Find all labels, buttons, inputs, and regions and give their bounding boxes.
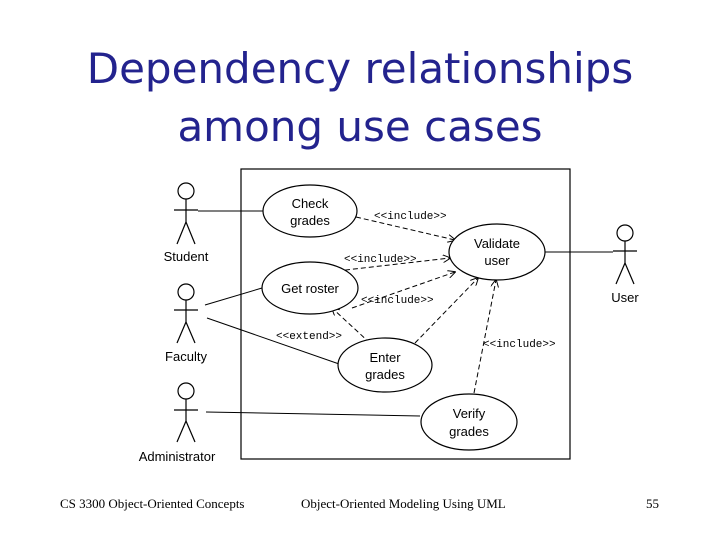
slide-title: Dependency relationships among use cases <box>0 40 720 156</box>
actor-label-faculty: Faculty <box>165 349 207 364</box>
actor-label-administrator: Administrator <box>139 449 216 464</box>
actor-student <box>174 182 198 245</box>
stereotype-check-validate: <<include>> <box>374 211 447 223</box>
stereotype-enter-roster-extend: <<extend>> <box>276 331 342 343</box>
usecase-enter-grades <box>337 337 433 393</box>
actor-administrator <box>174 382 198 443</box>
dependency-roster-validate-upper <box>336 258 450 272</box>
usecase-label-check-1: Check <box>292 196 329 211</box>
system-boundary <box>240 168 571 460</box>
usecase-check-grades <box>262 184 358 238</box>
dependency-roster-validate-lower <box>351 272 455 309</box>
usecase-label-check-2: grades <box>290 213 330 228</box>
usecase-label-validate-2: user <box>484 253 510 268</box>
actor-label-user: User <box>611 290 639 305</box>
actor-faculty <box>174 283 198 344</box>
association-faculty-enter <box>206 317 343 366</box>
association-faculty-roster <box>204 287 263 306</box>
usecase-label-verify-2: grades <box>449 424 489 439</box>
stereotype-roster-validate-lower: <<include>> <box>361 295 434 307</box>
usecase-get-roster <box>261 261 359 315</box>
dependency-check-validate <box>355 216 455 240</box>
usecase-verify-grades <box>420 393 518 451</box>
actor-label-student: Student <box>164 249 209 264</box>
usecase-label-validate-1: Validate <box>474 236 520 251</box>
dependency-enter-validate <box>414 278 478 344</box>
usecase-label-roster: Get roster <box>281 281 339 296</box>
association-admin-verify <box>205 411 421 417</box>
actor-user <box>613 224 637 285</box>
title-line-1: Dependency relationships <box>86 44 634 93</box>
footer-page-number: 55 <box>646 496 659 511</box>
usecase-validate-user <box>448 223 546 281</box>
title-line-2: among use cases <box>177 102 543 151</box>
usecase-label-enter-1: Enter <box>369 350 401 365</box>
dependency-verify-validate <box>473 280 496 394</box>
usecase-label-verify-1: Verify <box>453 406 486 421</box>
dependency-enter-roster-extend <box>332 308 371 344</box>
footer-course: CS 3300 Object-Oriented Concepts <box>60 496 245 511</box>
footer-topic: Object-Oriented Modeling Using UML <box>301 496 506 511</box>
usecase-label-enter-2: grades <box>365 367 405 382</box>
stereotype-roster-validate-upper: <<include>> <box>344 254 417 266</box>
stereotype-verify-validate: <<include>> <box>483 339 556 351</box>
